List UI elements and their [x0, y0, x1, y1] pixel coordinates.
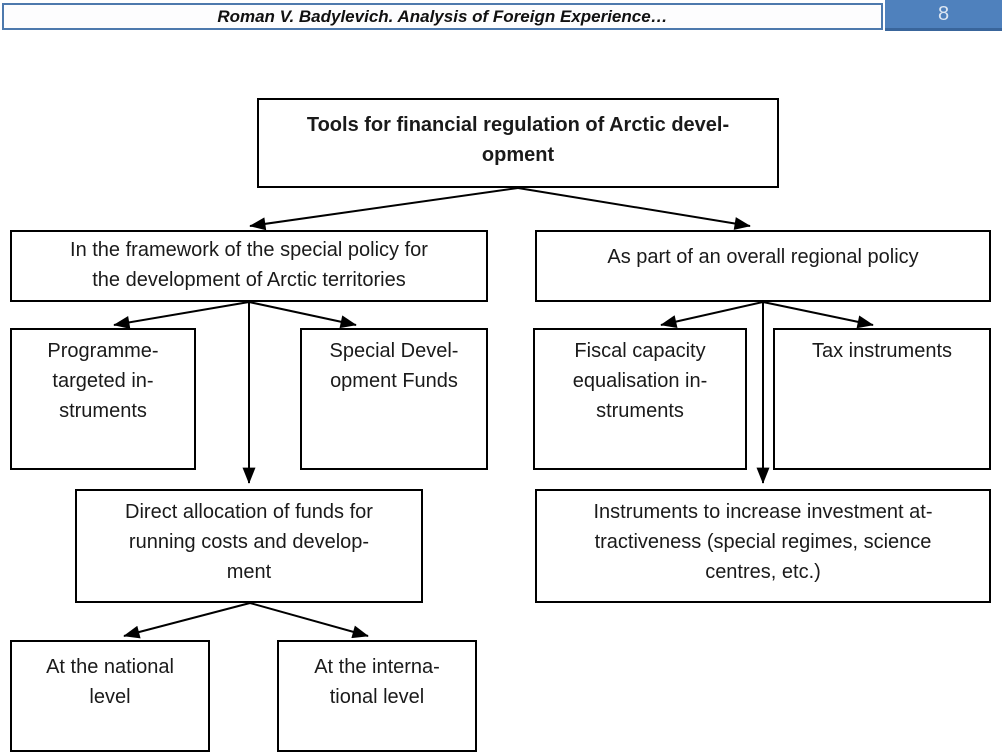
page-number-badge: 8 [885, 0, 1002, 31]
node-investment-attractiveness: Instruments to increase investment at- t… [535, 489, 991, 603]
node-tax-instruments: Tax instruments [773, 328, 991, 470]
node-fiscal-capacity-equalisation: Fiscal capacity equalisation in- strumen… [533, 328, 747, 470]
node-regional-policy-branch: As part of an overall regional policy [535, 230, 991, 302]
node-tools-root: Tools for financial regulation of Arctic… [257, 98, 779, 188]
node-national-level: At the national level [10, 640, 210, 752]
slide-header-title: Roman V. Badylevich. Analysis of Foreign… [2, 3, 883, 30]
node-special-policy-branch: In the framework of the special policy f… [10, 230, 488, 302]
node-special-development-funds: Special Devel- opment Funds [300, 328, 488, 470]
node-direct-allocation: Direct allocation of funds for running c… [75, 489, 423, 603]
node-international-level: At the interna- tional level [277, 640, 477, 752]
node-programme-targeted-instruments: Programme- targeted in- struments [10, 328, 196, 470]
